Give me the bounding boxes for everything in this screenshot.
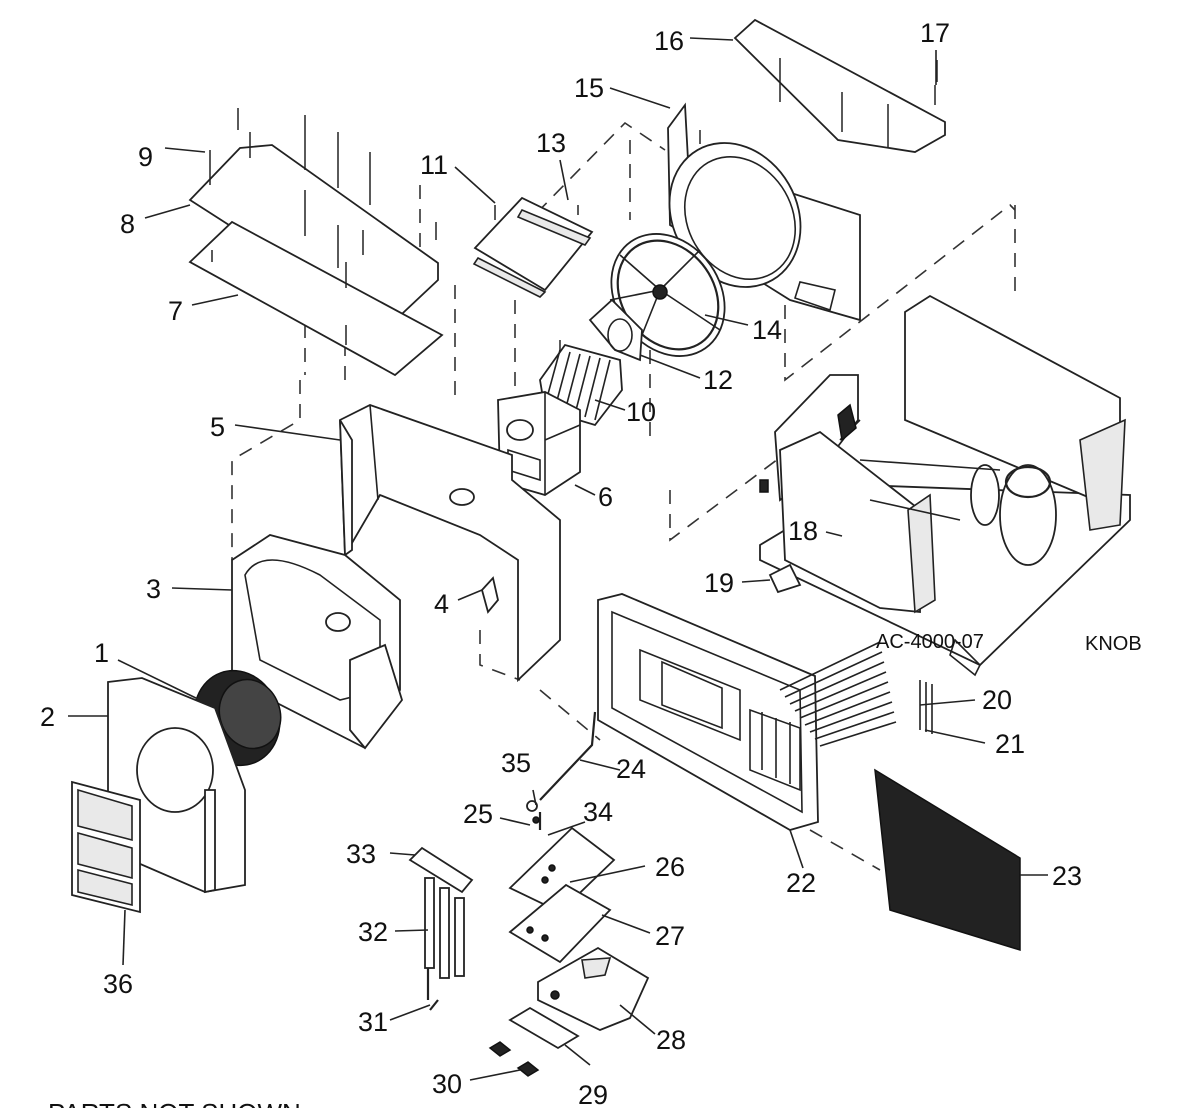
heater-assembly xyxy=(408,846,474,1011)
callout-4: 4 xyxy=(434,589,449,619)
callout-5: 5 xyxy=(210,412,225,442)
parts-not-shown-heading: PARTS NOT SHOWN xyxy=(48,1098,301,1108)
callout-29: 29 xyxy=(578,1080,608,1108)
callout-20: 20 xyxy=(982,685,1012,715)
callout-21: 21 xyxy=(995,729,1025,759)
evaporator-housing xyxy=(339,404,561,683)
louver-vanes xyxy=(779,641,933,747)
callout-34: 34 xyxy=(583,797,613,827)
control-module xyxy=(537,946,650,1031)
callout-25: 25 xyxy=(463,799,493,829)
chassis-assembly xyxy=(759,294,1131,677)
callout-27: 27 xyxy=(655,921,685,951)
callout-33: 33 xyxy=(346,839,376,869)
callout-26: 26 xyxy=(655,852,685,882)
callout-13: 13 xyxy=(536,128,566,158)
callout-1: 1 xyxy=(94,638,109,668)
callout-19: 19 xyxy=(704,568,734,598)
callout-7: 7 xyxy=(168,296,183,326)
callout-15: 15 xyxy=(574,73,604,103)
callout-12: 12 xyxy=(703,365,733,395)
callout-numbers: 1 2 3 4 5 6 7 8 9 10 11 12 13 14 15 16 1… xyxy=(40,18,1082,1108)
callout-24: 24 xyxy=(616,754,646,784)
fan-shroud xyxy=(667,102,861,322)
callout-23: 23 xyxy=(1052,861,1082,891)
motor-mount xyxy=(588,298,643,362)
callout-16: 16 xyxy=(654,26,684,56)
top-rear-plate xyxy=(733,18,946,153)
knob-panel xyxy=(488,1006,580,1077)
front-panel-plate xyxy=(107,677,246,894)
callout-9: 9 xyxy=(138,142,153,172)
front-grille-frame xyxy=(597,593,819,831)
callout-10: 10 xyxy=(626,397,656,427)
callout-32: 32 xyxy=(358,917,388,947)
callout-3: 3 xyxy=(146,574,161,604)
callout-30: 30 xyxy=(432,1069,462,1099)
callout-6: 6 xyxy=(598,482,613,512)
small-fasteners xyxy=(526,800,542,830)
callout-14: 14 xyxy=(752,315,782,345)
callout-28: 28 xyxy=(656,1025,686,1055)
condenser-fan xyxy=(609,233,726,357)
control-boards xyxy=(508,826,616,964)
knob-label: KNOB xyxy=(1085,633,1142,655)
small-clip xyxy=(481,576,499,614)
callout-35: 35 xyxy=(501,748,531,778)
air-filter xyxy=(71,780,141,914)
callout-18: 18 xyxy=(788,516,818,546)
callout-31: 31 xyxy=(358,1007,388,1037)
callout-36: 36 xyxy=(103,969,133,999)
model-number: AC-4000-07 xyxy=(876,631,984,653)
callout-22: 22 xyxy=(786,868,816,898)
callout-17: 17 xyxy=(920,18,950,48)
control-rod xyxy=(539,711,597,801)
callout-8: 8 xyxy=(120,209,135,239)
bracket-plate xyxy=(472,196,594,298)
callout-11: 11 xyxy=(420,150,448,180)
leader-lines xyxy=(68,37,1048,1081)
mesh-grille xyxy=(874,768,1021,952)
top-cover-plates xyxy=(188,108,444,377)
callout-2: 2 xyxy=(40,702,55,732)
